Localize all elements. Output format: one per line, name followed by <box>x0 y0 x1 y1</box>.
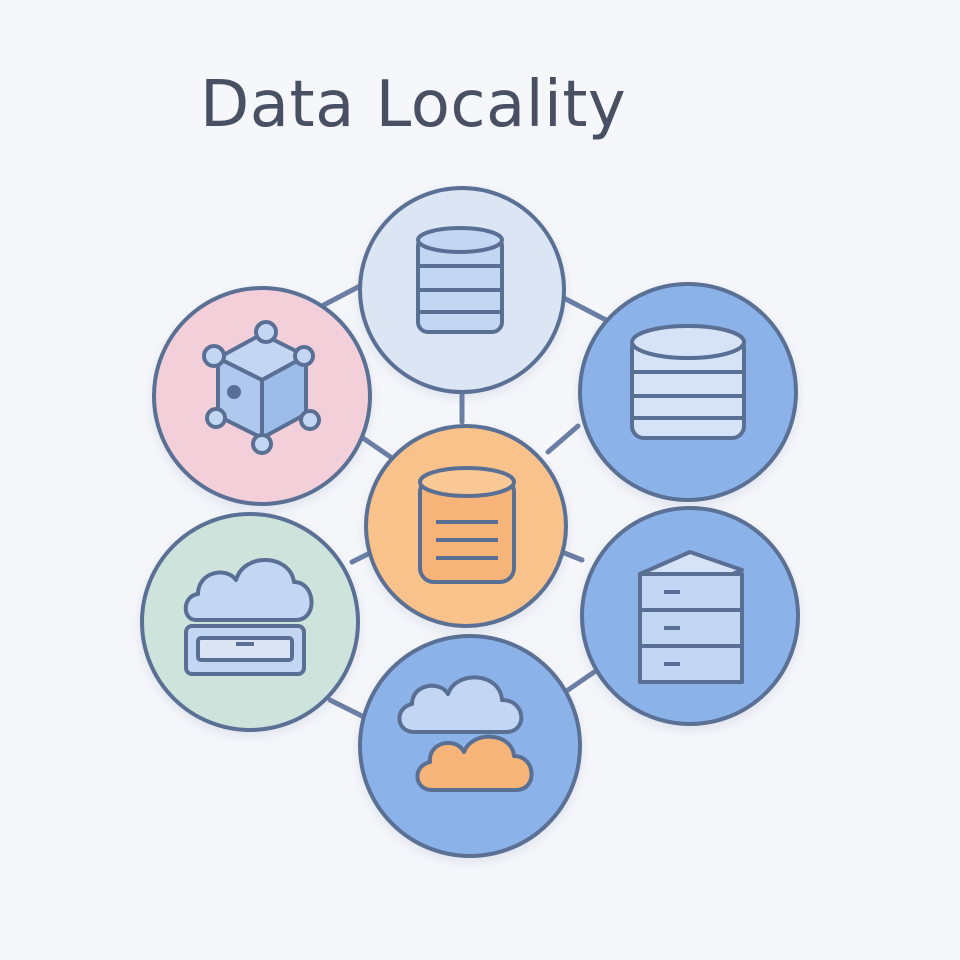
connector-top-upper-left <box>315 283 363 311</box>
database-icon <box>416 226 504 334</box>
cube-nodes-icon <box>202 320 321 455</box>
database-icon <box>418 466 516 584</box>
node-upper-right[interactable] <box>578 282 798 502</box>
node-bottom[interactable] <box>358 634 582 858</box>
node-top[interactable] <box>358 186 566 394</box>
connector-lines <box>315 283 609 719</box>
connector-upper-left-center <box>357 433 395 461</box>
node-center[interactable] <box>364 424 568 628</box>
connector-lower-right-center <box>559 549 585 563</box>
page-title: Data Locality <box>200 68 627 142</box>
database-icon <box>630 324 746 440</box>
clouds-icon <box>397 675 534 792</box>
node-lower-right[interactable] <box>580 506 800 726</box>
connector-top-upper-right <box>557 293 609 323</box>
cloud-storage-icon <box>183 558 314 676</box>
connector-lower-right-bottom <box>565 665 603 693</box>
server-rack-icon <box>638 550 744 684</box>
connector-upper-right-center <box>545 423 581 455</box>
connector-lower-left-bottom <box>327 697 365 719</box>
node-upper-left[interactable] <box>152 286 372 506</box>
node-lower-left[interactable] <box>140 512 360 732</box>
